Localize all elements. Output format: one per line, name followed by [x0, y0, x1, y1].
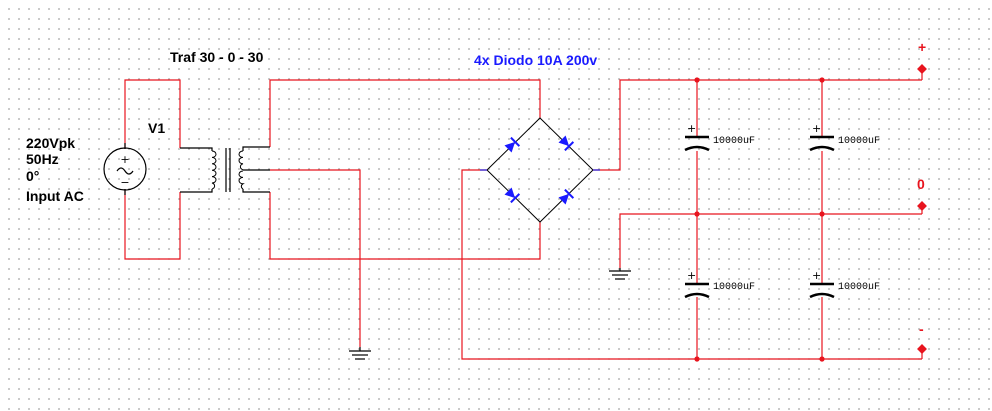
junction-dot [819, 356, 825, 362]
diode-top-left [504, 136, 521, 153]
diode-top-right [558, 135, 575, 152]
transformer-label: Traf 30 - 0 - 30 [170, 49, 264, 65]
diode-bottom-right [558, 188, 575, 205]
junction-dot [694, 77, 700, 83]
diode-bottom-left [504, 187, 521, 204]
junction-dot [819, 77, 825, 83]
source-phase: 0° [26, 168, 39, 184]
wire-zero-rail [619, 213, 922, 268]
source-amplitude: 220Vpk [26, 135, 75, 151]
wire-bridge-negative [461, 169, 922, 360]
junction-dot [694, 356, 700, 362]
bridge-rectifier[interactable] [480, 117, 600, 223]
svg-text:−: − [120, 176, 129, 189]
junction-dot [819, 211, 825, 217]
capacitor-c4[interactable]: + [809, 269, 835, 299]
wire-secondary-bottom [269, 192, 541, 260]
svg-text:+: + [812, 122, 821, 135]
bridge-label: 4x Diodo 10A 200v [474, 52, 597, 68]
capacitor-c4-value: 10000uF [838, 282, 880, 293]
ac-source[interactable]: + − [103, 143, 147, 195]
source-description: Input AC [26, 188, 84, 204]
junctions [694, 77, 825, 362]
transformer[interactable] [180, 146, 270, 193]
wire-secondary-top [269, 79, 541, 147]
output-negative-label: - [919, 321, 924, 337]
svg-text:+: + [687, 122, 696, 135]
source-frequency: 50Hz [26, 151, 59, 167]
svg-text:+: + [120, 153, 129, 166]
capacitor-c1[interactable]: + [684, 122, 710, 152]
capacitor-c3-value: 10000uF [713, 282, 755, 293]
capacitor-c2[interactable]: + [809, 122, 835, 152]
wire-source-top [124, 79, 181, 149]
junction-dot [694, 211, 700, 217]
terminal-negative-icon[interactable] [917, 344, 927, 354]
wires [124, 79, 922, 360]
terminal-zero-icon[interactable] [917, 201, 927, 211]
ground-icon [609, 268, 631, 280]
wire-source-bottom [124, 189, 181, 260]
capacitor-c3[interactable]: + [684, 269, 710, 299]
output-positive-label: + [918, 39, 926, 55]
svg-text:+: + [812, 269, 821, 282]
capacitor-c2-value: 10000uF [838, 136, 880, 147]
wire-bridge-positive [593, 79, 922, 171]
capacitor-c1-value: 10000uF [713, 136, 755, 147]
terminal-positive-icon[interactable] [917, 64, 927, 74]
source-name: V1 [148, 120, 165, 136]
wire-center-tap [270, 169, 361, 347]
svg-text:+: + [687, 269, 696, 282]
ground-icon [349, 347, 371, 360]
output-zero-label: 0 [917, 176, 925, 192]
